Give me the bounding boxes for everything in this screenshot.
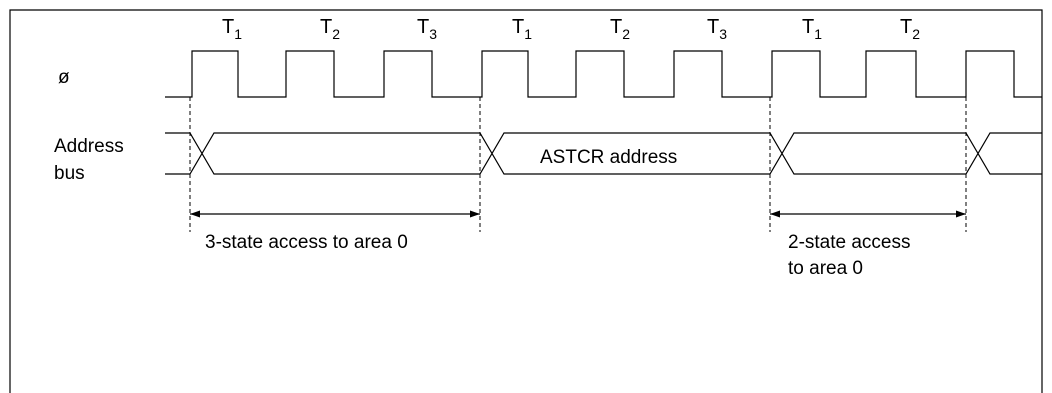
clock-state-label: T1 — [222, 16, 242, 42]
clock-state-label: T2 — [610, 16, 630, 42]
address-bus-segment-label: ASTCR address — [540, 147, 677, 168]
timing-reference-lines — [189, 97, 967, 232]
clock-state-label: T2 — [900, 16, 920, 42]
clock-state-labels: T1 T2 T3 T1 T2 T3 T1 T2 — [222, 16, 920, 42]
clock-waveform — [165, 50, 1042, 98]
address-bus-waveform — [165, 132, 1042, 175]
clock-state-label: T1 — [512, 16, 532, 42]
clock-state-label: T3 — [417, 16, 437, 42]
address-bus-label-line1: Address — [54, 136, 124, 157]
diagram-frame — [9, 9, 1043, 393]
second-span-annotation-line1: 2-state access — [788, 232, 911, 253]
address-bus-label-line2: bus — [54, 163, 85, 184]
clock-state-label: T3 — [707, 16, 727, 42]
first-span-annotation: 3-state access to area 0 — [205, 232, 408, 253]
clock-signal-label: ø — [58, 67, 70, 88]
clock-state-label: T2 — [320, 16, 340, 42]
clock-state-label: T1 — [802, 16, 822, 42]
second-span-annotation-line2: to area 0 — [788, 258, 863, 279]
